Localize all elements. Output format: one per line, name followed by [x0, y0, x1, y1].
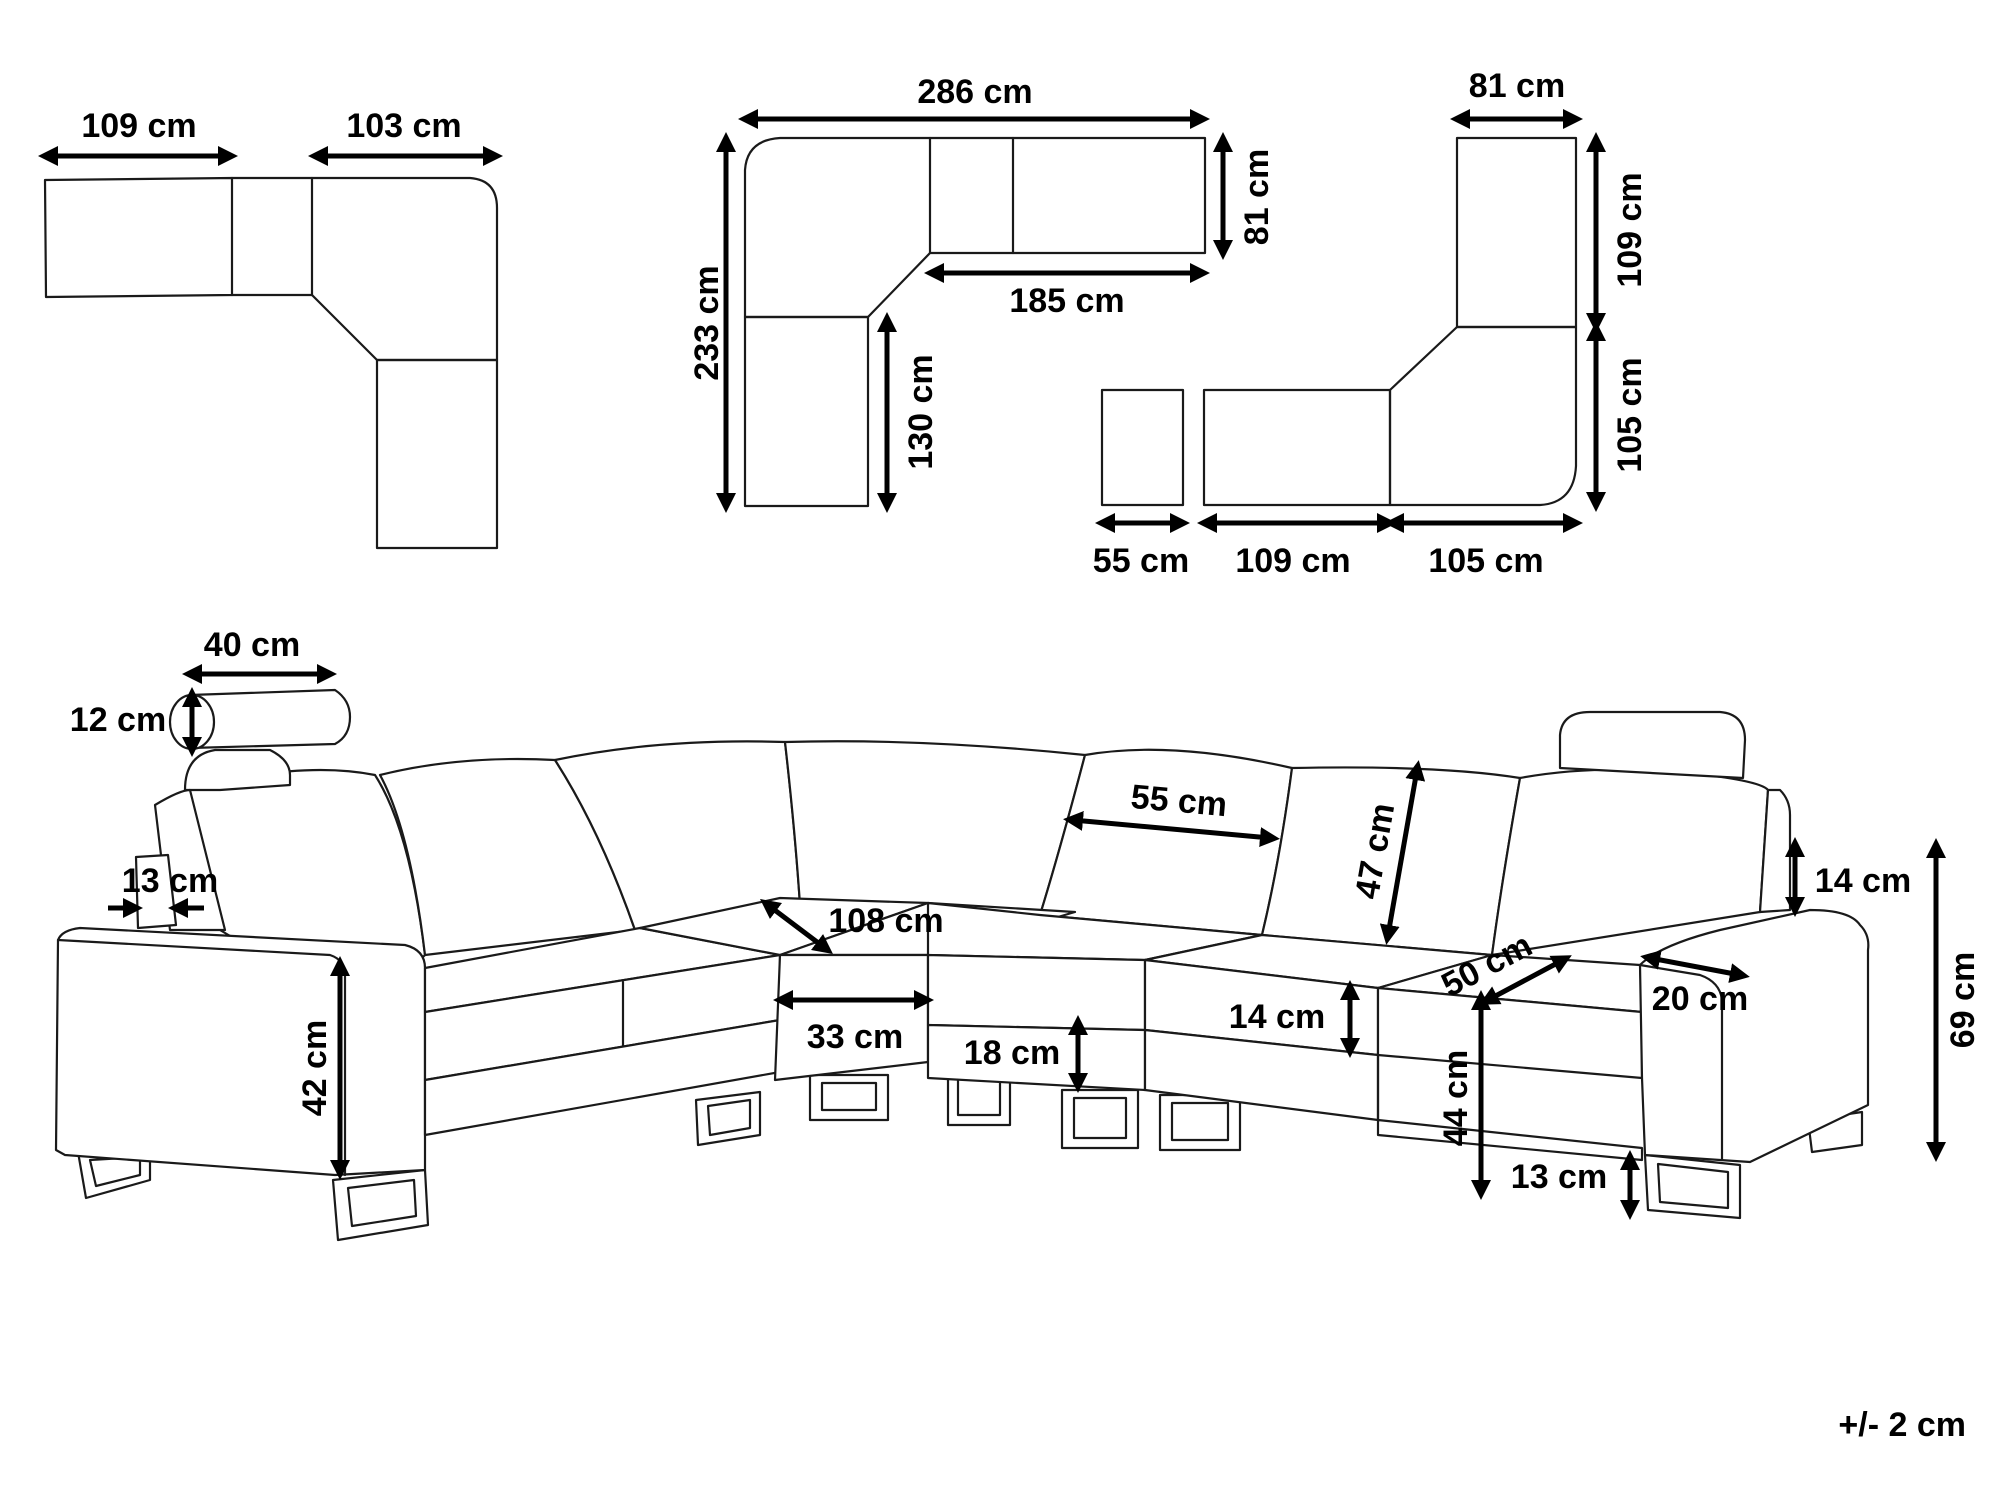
plan-view-left: 109 cm 103 cm	[38, 107, 503, 550]
label-109cm-right: 109 cm	[1611, 172, 1649, 287]
dim-arrow-108	[760, 898, 833, 955]
label-109cm-bottom: 109 cm	[1235, 542, 1350, 580]
dim-arrow-55-front	[1063, 810, 1280, 848]
label-13cm-leg: 13 cm	[1511, 1158, 1607, 1196]
front-view-sofa: 40 cm 12 cm 13 cm 42 cm 108 cm 33 cm 18 …	[54, 626, 1982, 1242]
label-44cm: 44 cm	[1437, 1050, 1475, 1146]
dim-arrow-20	[1640, 950, 1750, 983]
dim-arrow-47	[1379, 760, 1426, 945]
dim-arrow-50	[1479, 955, 1572, 1005]
label-81cm-center: 81 cm	[1238, 149, 1276, 245]
front-dimension-arrows	[108, 664, 1946, 1220]
label-105cm-bottom: 105 cm	[1428, 542, 1543, 580]
label-55cm-plan: 55 cm	[1093, 542, 1189, 580]
plan-view-center: 286 cm 185 cm 81 cm 233 cm 130 cm	[688, 73, 1276, 513]
label-286cm: 286 cm	[917, 73, 1032, 111]
label-55cm-front: 55 cm	[1129, 778, 1228, 824]
label-40cm: 40 cm	[204, 626, 300, 664]
label-14cm-cushion: 14 cm	[1229, 998, 1325, 1036]
label-20cm: 20 cm	[1652, 980, 1748, 1018]
label-233cm: 233 cm	[688, 265, 726, 380]
label-18cm: 18 cm	[964, 1034, 1060, 1072]
label-12cm: 12 cm	[70, 701, 166, 739]
label-185cm: 185 cm	[1009, 282, 1124, 320]
label-42cm: 42 cm	[296, 1020, 334, 1116]
plan-view-right: 81 cm 109 cm 105 cm 55 cm 109 cm 105 cm	[1093, 67, 1649, 580]
headrests	[168, 688, 1747, 792]
sofa-legs	[76, 1068, 1864, 1242]
tolerance-note: +/- 2 cm	[1838, 1406, 1966, 1444]
label-33cm: 33 cm	[807, 1018, 903, 1056]
label-109cm: 109 cm	[81, 107, 196, 145]
label-13cm-arm: 13 cm	[122, 862, 218, 900]
label-105cm-right: 105 cm	[1611, 357, 1649, 472]
label-108cm: 108 cm	[828, 902, 943, 940]
label-103cm: 103 cm	[346, 107, 461, 145]
label-130cm: 130 cm	[902, 354, 940, 469]
label-14cm-arm: 14 cm	[1815, 862, 1911, 900]
label-81cm-right: 81 cm	[1469, 67, 1565, 105]
label-69cm: 69 cm	[1944, 952, 1982, 1048]
